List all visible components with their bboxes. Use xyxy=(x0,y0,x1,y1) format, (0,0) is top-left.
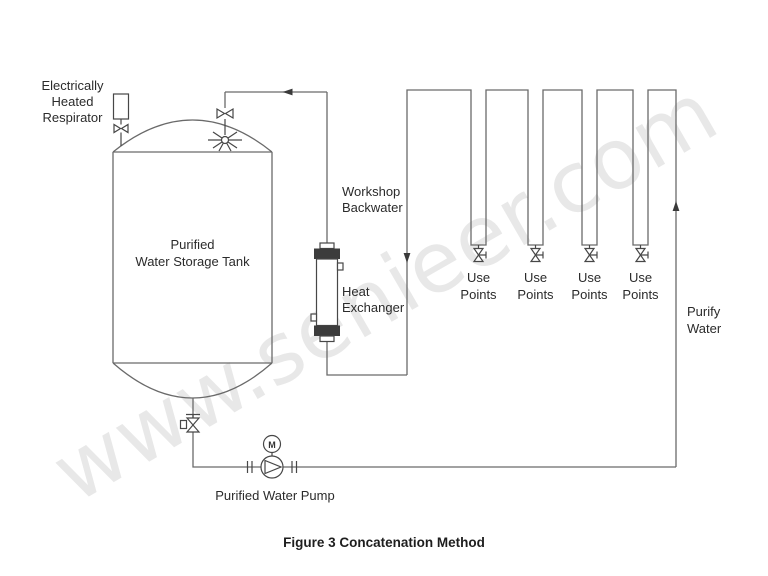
purified-water-pump-symbol: M xyxy=(246,434,298,479)
pipe-pump-line xyxy=(192,398,676,468)
flow-arrow-left-icon xyxy=(282,88,293,96)
workshop-backwater-label: Workshop Backwater xyxy=(342,184,403,215)
flow-arrow-down-icon xyxy=(403,253,411,263)
use-points-label: Use Points xyxy=(571,270,608,302)
spray-ball-icon xyxy=(208,92,242,152)
pipe-return-to-tank xyxy=(225,91,328,243)
use-points-label: Use Points xyxy=(460,270,497,302)
pump-motor-icon: M xyxy=(262,434,282,457)
pump-label: Purified Water Pump xyxy=(215,488,335,503)
purify-water-label: Purify Water xyxy=(687,304,722,336)
pipe-heat-exchanger-outlet xyxy=(326,341,407,376)
tank-label: Purified Water Storage Tank xyxy=(135,237,250,269)
use-point-valve-icon xyxy=(634,245,649,263)
electrically-heated-respirator-symbol xyxy=(112,93,130,146)
use-point-valve-icon xyxy=(583,245,598,263)
use-points-label: Use Points xyxy=(622,270,659,302)
respirator-label: Electrically Heated Respirator xyxy=(41,78,104,125)
flow-arrow-up-icon xyxy=(672,201,680,211)
pipe-use-point-serpentine xyxy=(406,89,677,467)
purified-water-storage-tank-symbol xyxy=(112,119,273,399)
heat-exchanger-label: Heat Exchanger xyxy=(342,284,405,315)
figure-caption: Figure 3 Concatenation Method xyxy=(283,535,485,550)
use-point-valve-icon xyxy=(472,245,487,263)
use-points-label: Use Points xyxy=(517,270,554,302)
pump-motor-letter: M xyxy=(268,440,276,450)
heat-exchanger-symbol xyxy=(310,242,344,343)
tank-outlet-valve-icon xyxy=(179,413,201,433)
use-point-valve-icon xyxy=(529,245,544,263)
